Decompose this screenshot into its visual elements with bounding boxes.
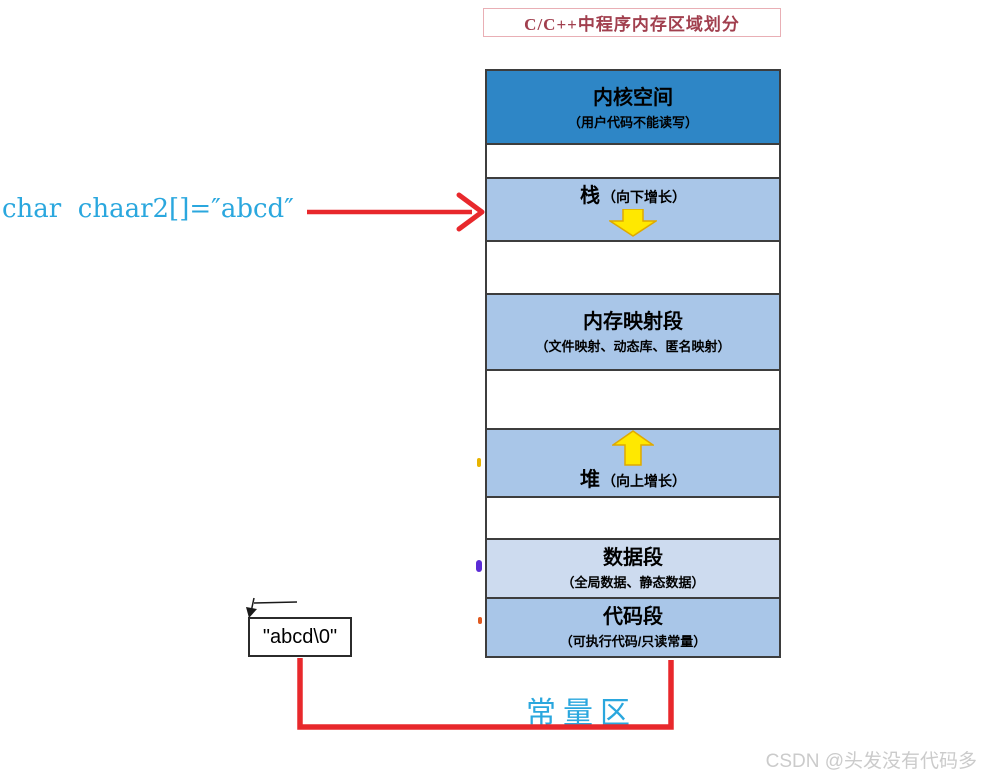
stray-mark-yellow xyxy=(477,458,481,467)
segment-title: 内存映射段 xyxy=(583,310,683,333)
grow-down-arrow-icon xyxy=(609,209,657,237)
diagram-title: C/C++中程序内存区域划分 xyxy=(524,15,740,34)
string-literal-text: "abcd\0" xyxy=(262,625,338,648)
segment-title: 代码段 xyxy=(603,606,663,628)
segment-title: 数据段 xyxy=(603,547,663,569)
segment-note: （向上增长） xyxy=(602,473,686,489)
diagram-title-box: C/C++中程序内存区域划分 xyxy=(483,8,781,37)
stray-mark-purple xyxy=(476,560,482,572)
memory-column: 内核空间 （用户代码不能读写） 栈 （向下增长） 内存映射段 （文件映射、动态库… xyxy=(485,69,781,658)
segment-heap: 堆 （向上增长） xyxy=(487,428,779,498)
constant-region-label: 常量区 xyxy=(526,697,637,730)
segment-title: 堆 xyxy=(580,469,600,491)
watermark-text: CSDN @头发没有代码多 xyxy=(765,751,977,772)
segment-data: 数据段 （全局数据、静态数据） xyxy=(487,538,779,597)
red-arrow-to-stack xyxy=(307,192,485,232)
segment-kernel-space: 内核空间 （用户代码不能读写） xyxy=(487,69,779,145)
empty-region xyxy=(487,498,779,538)
stray-mark-orange xyxy=(478,617,482,624)
segment-code: 代码段 （可执行代码/只读常量） xyxy=(487,597,779,658)
string-literal-box: "abcd\0" xyxy=(248,617,352,657)
grow-up-arrow-icon xyxy=(612,430,654,466)
segment-subtitle: （可执行代码/只读常量） xyxy=(559,634,707,649)
empty-region xyxy=(487,242,779,293)
empty-region xyxy=(487,371,779,428)
segment-title: 内核空间 xyxy=(593,86,673,109)
corner-pointer-icon xyxy=(246,597,298,618)
code-line-annotation: char chaar2[]=″abcd″ xyxy=(2,194,294,224)
segment-note: （向下增长） xyxy=(602,189,686,205)
segment-subtitle: （全局数据、静态数据） xyxy=(561,575,705,590)
segment-stack: 栈 （向下增长） xyxy=(487,177,779,242)
segment-subtitle: （文件映射、动态库、匿名映射） xyxy=(535,338,731,354)
segment-subtitle: （用户代码不能读写） xyxy=(567,114,698,130)
segment-title: 栈 xyxy=(580,185,600,207)
segment-memory-mapped: 内存映射段 （文件映射、动态库、匿名映射） xyxy=(487,293,779,371)
empty-region xyxy=(487,145,779,177)
